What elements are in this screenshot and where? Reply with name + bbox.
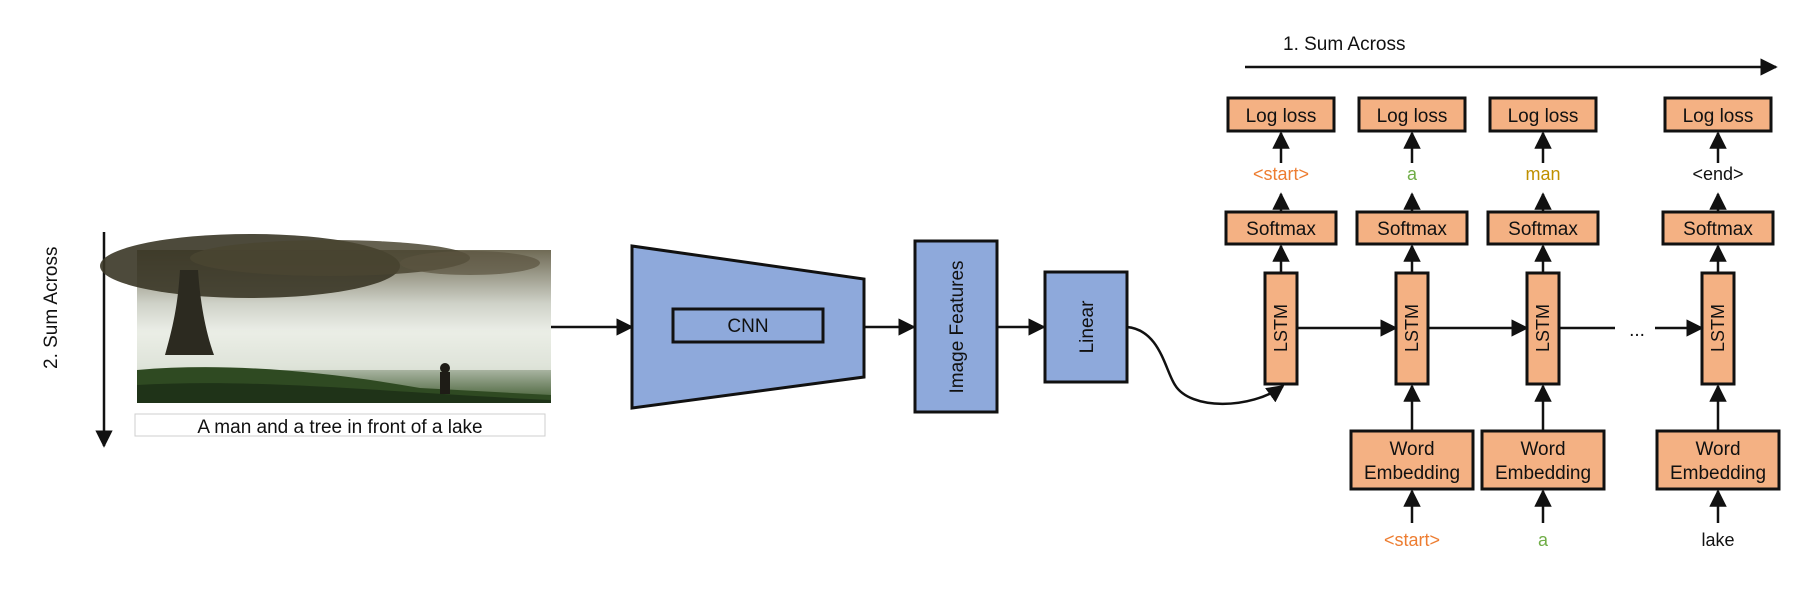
col-4-lstm-label: LSTM [1708, 304, 1728, 352]
sequence-ellipsis: ... [1629, 320, 1645, 341]
col-3-logloss-label: Log loss [1508, 106, 1579, 127]
col-2-output-word: a [1407, 164, 1418, 184]
col-4-softmax-box [1661, 210, 1775, 246]
col-2-embedding-label-1: Word [1389, 439, 1434, 460]
col-3-softmax-label: Softmax [1508, 219, 1578, 240]
col-2-logloss-label: Log loss [1377, 106, 1448, 127]
linear-label: Linear [1077, 300, 1098, 353]
sum-across-2-label: 2. Sum Across [41, 247, 62, 370]
col-3-embedding-label-1: Word [1520, 439, 1565, 460]
linear-to-lstm-arrow [1126, 325, 1285, 406]
col-1-logloss-label: Log loss [1246, 106, 1317, 127]
col-4-logloss-label: Log loss [1683, 106, 1754, 127]
col-1-lstm-box [1263, 271, 1299, 386]
col-4-embedding-label-1: Word [1695, 439, 1740, 460]
col-3-embedding-label-2: Embedding [1495, 463, 1591, 484]
col-4-input-word: lake [1701, 530, 1734, 550]
col-4-output-word: <end> [1692, 164, 1743, 184]
sum-across-1-label: 1. Sum Across [1283, 34, 1406, 55]
linear-block [1043, 270, 1129, 384]
col-4-logloss-box [1663, 96, 1773, 133]
col-3-lstm-label: LSTM [1533, 304, 1553, 352]
col-3-input-word: a [1538, 530, 1549, 550]
col-1-softmax-box [1224, 210, 1338, 246]
caption-box [134, 413, 546, 437]
col-1-output-word: <start> [1253, 164, 1309, 184]
col-2-softmax-box [1355, 210, 1469, 246]
col-2-lstm-label: LSTM [1402, 304, 1422, 352]
cnn-inner-box [671, 307, 825, 344]
col-1-softmax-label: Softmax [1246, 219, 1316, 240]
col-3-softmax-box [1486, 210, 1600, 246]
col-2-embedding-label-2: Embedding [1364, 463, 1460, 484]
col-1-logloss-box [1226, 96, 1336, 133]
col-3-logloss-box [1488, 96, 1598, 133]
col-2-softmax-label: Softmax [1377, 219, 1447, 240]
col-2-input-word: <start> [1384, 530, 1440, 550]
col-3-output-word: man [1525, 164, 1560, 184]
cnn-label: CNN [727, 316, 768, 337]
col-4-softmax-label: Softmax [1683, 219, 1753, 240]
col-1-lstm-label: LSTM [1271, 304, 1291, 352]
lake-tree-photo [100, 234, 551, 403]
col-2-logloss-box [1357, 96, 1467, 133]
col-3-embedding-box [1480, 429, 1606, 491]
col-4-embedding-box [1655, 429, 1781, 491]
image-features-label: Image Features [947, 260, 968, 393]
caption-text: A man and a tree in front of a lake [197, 417, 482, 438]
image-features-block [913, 239, 999, 414]
col-4-embedding-label-2: Embedding [1670, 463, 1766, 484]
col-2-embedding-box [1349, 429, 1475, 491]
